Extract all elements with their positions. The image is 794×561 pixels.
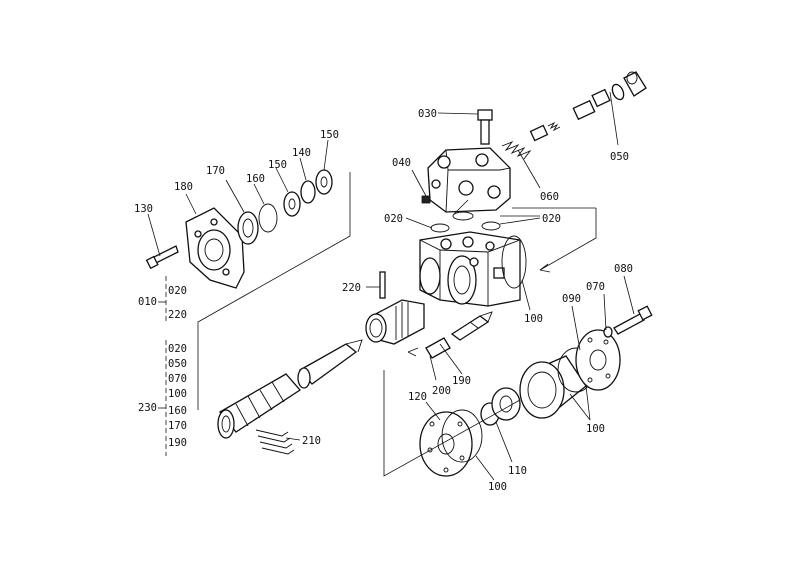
callout-100-lower: 100 (488, 481, 507, 493)
callout-160: 160 (246, 173, 265, 185)
group-230-item-6: 170 (168, 420, 187, 432)
flange-180 (185, 207, 245, 289)
callout-220: 220 (342, 282, 361, 294)
callout-210: 210 (302, 435, 321, 447)
callout-150-left: 150 (268, 159, 287, 171)
splined-shaft (217, 373, 301, 439)
callout-110: 110 (508, 465, 527, 477)
sleeve (365, 299, 425, 345)
seal-150-left (283, 191, 301, 217)
rotor-set (491, 387, 521, 421)
callout-150-right: 150 (320, 129, 339, 141)
group-010-item-1: 020 (168, 285, 187, 297)
callout-190: 190 (452, 375, 471, 387)
o-ring-160 (258, 203, 278, 233)
o-ring-020-center (430, 223, 450, 233)
end-cover-090 (575, 329, 621, 391)
valve-cover-040 (427, 147, 511, 213)
group-label-010: 010 (138, 296, 157, 308)
callout-100-right: 100 (586, 423, 605, 435)
cone-shaft (297, 339, 363, 389)
o-ring-100-housing (501, 235, 527, 289)
group-230-item-2: 050 (168, 358, 187, 370)
group-230-item-3: 070 (168, 373, 187, 385)
seal-150-right (315, 169, 333, 195)
o-ring-020-left (452, 211, 474, 221)
end-plate-120 (419, 411, 473, 477)
pump-housing (419, 231, 521, 307)
washer-070 (603, 326, 613, 338)
callout-140: 140 (292, 147, 311, 159)
callout-080: 080 (614, 263, 633, 275)
spool-190 (450, 311, 493, 341)
callout-040: 040 (392, 157, 411, 169)
callout-090: 090 (562, 293, 581, 305)
callout-060: 060 (540, 191, 559, 203)
callout-120: 120 (408, 391, 427, 403)
o-ring-020-right (481, 221, 501, 231)
gerotor-ring (519, 355, 587, 419)
callout-170: 170 (206, 165, 225, 177)
callout-070: 070 (586, 281, 605, 293)
group-label-230: 230 (138, 402, 157, 414)
callout-030: 030 (418, 108, 437, 120)
ring-140 (300, 180, 316, 204)
group-230-item-4: 100 (168, 388, 187, 400)
cap-screw-030 (477, 109, 493, 145)
assembly-line-lower (383, 370, 521, 477)
callout-050: 050 (610, 151, 629, 163)
o-ring-100-lower (441, 409, 483, 463)
bearing-170 (237, 211, 259, 245)
group-230-item-1: 020 (168, 343, 187, 355)
assembly-arrow-right (539, 263, 551, 273)
callout-100-housing: 100 (524, 313, 543, 325)
group-010-item-2: 220 (168, 309, 187, 321)
callout-020-left: 020 (384, 213, 403, 225)
group-230-item-7: 190 (168, 437, 187, 449)
assembly-arrow-left (407, 347, 419, 357)
bolt-130 (145, 245, 179, 270)
plug-040 (421, 195, 431, 204)
callout-130: 130 (134, 203, 153, 215)
callout-200: 200 (432, 385, 451, 397)
pin-200 (425, 337, 451, 359)
relief-valve-050 (572, 71, 647, 121)
group-230-item-5: 160 (168, 405, 187, 417)
spring-060 (501, 121, 561, 160)
callout-180: 180 (174, 181, 193, 193)
shims-210 (255, 429, 295, 455)
bolt-080 (613, 305, 653, 335)
assembly-line-right (539, 208, 597, 271)
assembly-line-flange (197, 172, 351, 410)
leader-lines (147, 91, 635, 481)
pin-220 (379, 271, 386, 299)
callout-020-right: 020 (542, 213, 561, 225)
